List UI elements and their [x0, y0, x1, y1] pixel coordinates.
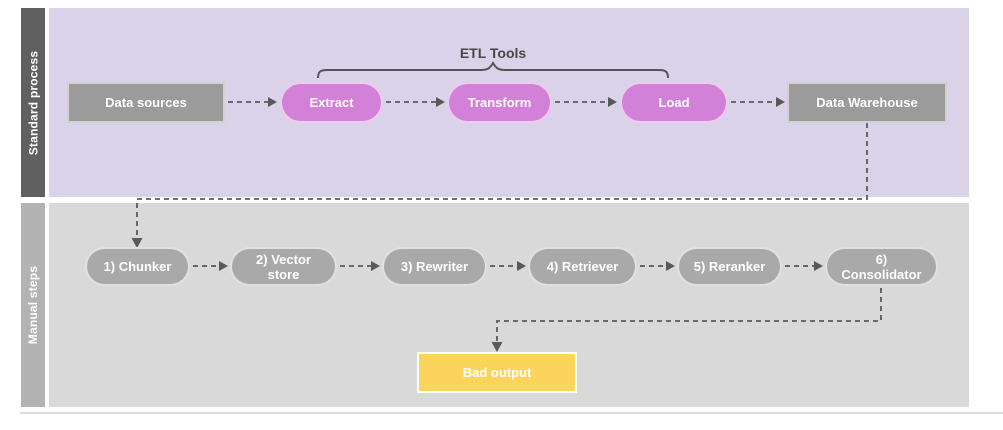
node-load: Load	[620, 82, 728, 123]
lane-label-standard-process: Standard process	[21, 8, 45, 197]
node-reranker: 5) Reranker	[677, 247, 782, 286]
node-chunker: 1) Chunker	[85, 247, 190, 286]
node-data-warehouse: Data Warehouse	[787, 82, 947, 123]
node-extract: Extract	[280, 82, 383, 123]
lane-label-manual-steps: Manual steps	[21, 203, 45, 407]
node-consolidator: 6) Consolidator	[825, 247, 938, 286]
node-transform: Transform	[447, 82, 552, 123]
node-data-sources: Data sources	[67, 82, 225, 123]
lane-label-manual-steps-text: Manual steps	[26, 265, 41, 345]
node-retriever: 4) Retriever	[528, 247, 637, 286]
lane-label-standard-process-text: Standard process	[26, 50, 41, 155]
node-rewriter: 3) Rewriter	[382, 247, 487, 286]
node-vector-store: 2) Vector store	[230, 247, 337, 286]
page-bottom-edge	[20, 412, 1003, 414]
etl-tools-label: ETL Tools	[459, 45, 527, 61]
node-bad-output: Bad output	[417, 352, 577, 393]
